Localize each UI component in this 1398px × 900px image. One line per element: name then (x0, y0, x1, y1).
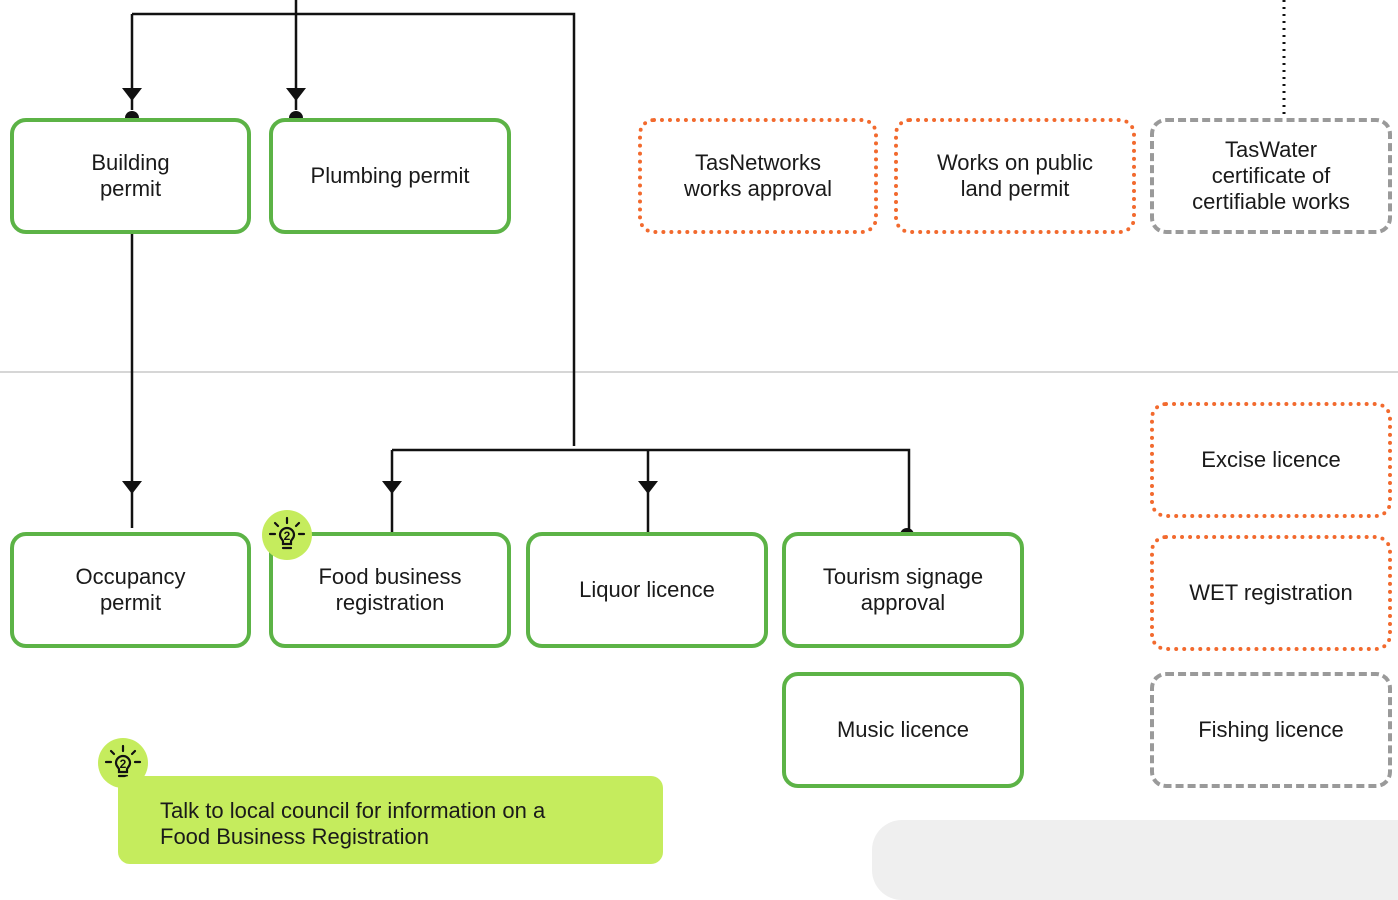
connector-lines (130, 0, 1286, 532)
building-permit-label: Building permit (91, 150, 170, 201)
tourism-signage-box: Tourism signage approval (782, 532, 1024, 648)
excise-licence-box: Excise licence (1150, 402, 1392, 518)
connector-diagram (0, 0, 1398, 542)
arrowhead (122, 88, 142, 101)
food-business-label: Food business registration (318, 564, 462, 615)
liquor-licence-box: Liquor licence (526, 532, 768, 648)
arrowhead (286, 88, 306, 101)
tasnetworks-box: TasNetworks works approval (638, 118, 878, 234)
fishing-licence-box: Fishing licence (1150, 672, 1392, 788)
tasnetworks-label: TasNetworks works approval (684, 150, 832, 201)
occupancy-permit-label: Occupancy permit (75, 564, 186, 615)
tip-number: 2 (120, 757, 127, 771)
music-licence-label: Music licence (836, 717, 970, 743)
plumbing-permit-box: Plumbing permit (269, 118, 511, 234)
arrowhead (122, 481, 142, 494)
taswater-label: TasWater certificate of certifiable work… (1192, 137, 1350, 214)
arrowheads (122, 88, 658, 494)
tip-text: Talk to local council for information on… (160, 798, 546, 850)
excise-licence-label: Excise licence (1201, 447, 1341, 473)
tourism-signage-label: Tourism signage approval (822, 564, 984, 615)
wet-registration-box: WET registration (1150, 535, 1392, 651)
wet-registration-label: WET registration (1189, 580, 1353, 606)
public-land-label: Works on public land permit (936, 150, 1094, 201)
lightbulb-icon: 2 (268, 516, 306, 550)
corner-panel (872, 820, 1398, 900)
fishing-licence-label: Fishing licence (1198, 717, 1344, 743)
music-licence-box: Music licence (782, 672, 1024, 788)
liquor-licence-label: Liquor licence (579, 577, 715, 603)
food-business-box: Food business registration (269, 532, 511, 648)
arrowhead (382, 481, 402, 494)
building-permit-box: Building permit (10, 118, 251, 234)
public-land-box: Works on public land permit (894, 118, 1136, 234)
food-business-tip-note: Talk to local council for information on… (118, 776, 663, 864)
arrowhead (638, 481, 658, 494)
plumbing-permit-label: Plumbing permit (310, 163, 470, 189)
food-business-tip-badge: 2 (262, 510, 312, 560)
taswater-box: TasWater certificate of certifiable work… (1150, 118, 1392, 234)
occupancy-permit-box: Occupancy permit (10, 532, 251, 648)
tip-number: 2 (284, 529, 291, 543)
